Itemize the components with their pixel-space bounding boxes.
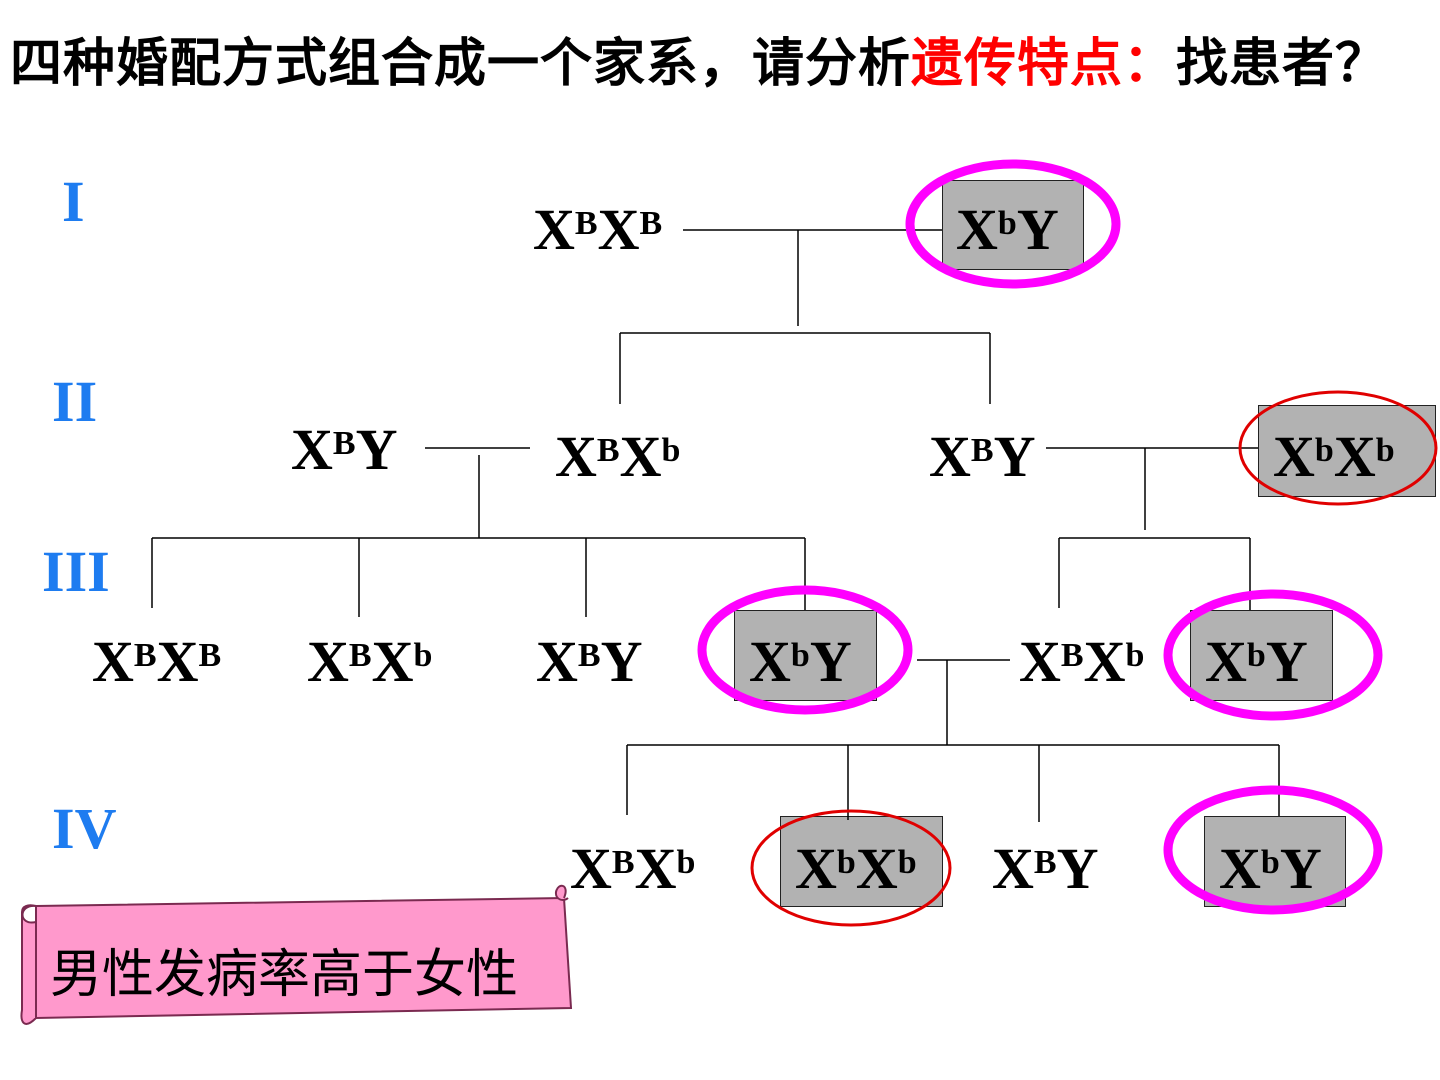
affected-box-g2-wife — [1258, 405, 1436, 497]
conclusion-scroll — [20, 884, 573, 1025]
title-prefix: 四种婚配方式组合成一个家系，请分析 — [10, 34, 912, 94]
genotype-g2-son: XBY — [929, 424, 1036, 489]
genotype-g4-c3: XBY — [992, 836, 1099, 901]
highlight-circle-g4-c2 — [750, 809, 952, 927]
genotype-g4-c4: XbY — [1219, 836, 1322, 901]
title-suffix: 找患者？ — [1176, 34, 1389, 94]
affected-box-g3-c6 — [1190, 610, 1333, 701]
title-highlight: 遗传特点： — [911, 34, 1177, 94]
genotype-g4-c1: XBXb — [570, 836, 696, 901]
highlight-circle-g3-c6 — [1163, 589, 1383, 721]
genotype-g2-daughter: XBXb — [555, 424, 681, 489]
highlight-circle-g1-male — [905, 159, 1121, 289]
conclusion-text: 男性发病率高于女性 — [50, 945, 519, 1005]
generation-label-4: IV — [52, 796, 117, 861]
affected-box-g3-c4 — [734, 610, 877, 701]
page-title: 四种婚配方式组合成一个家系，请分析遗传特点：找患者？ — [10, 30, 1430, 98]
generation-label-2: II — [52, 369, 98, 434]
genotype-g2-wife: XbXb — [1273, 424, 1395, 489]
affected-box-g4-c2 — [780, 816, 943, 907]
genotype-g3-c1: XBXB — [92, 629, 222, 694]
highlight-circle-g2-wife — [1238, 390, 1438, 506]
genotype-g3-c5: XBXb — [1019, 629, 1145, 694]
genotype-g3-c3: XBY — [536, 629, 643, 694]
genotype-g1-female: XBXB — [533, 197, 663, 262]
genotype-g4-c2: XbXb — [795, 836, 917, 901]
genotype-g3-c4: XbY — [749, 629, 852, 694]
generation-label-1: I — [62, 169, 85, 234]
generation-label-3: III — [42, 539, 110, 604]
genotype-g1-male: XbY — [956, 197, 1059, 262]
affected-box-g1-male — [942, 180, 1084, 270]
genotype-g2-husband: XBY — [291, 417, 398, 482]
genotype-g3-c6: XbY — [1205, 629, 1308, 694]
highlight-circle-g3-c4 — [697, 585, 913, 715]
highlight-circle-g4-c4 — [1163, 785, 1383, 915]
genotype-g3-c2: XBXb — [307, 629, 433, 694]
